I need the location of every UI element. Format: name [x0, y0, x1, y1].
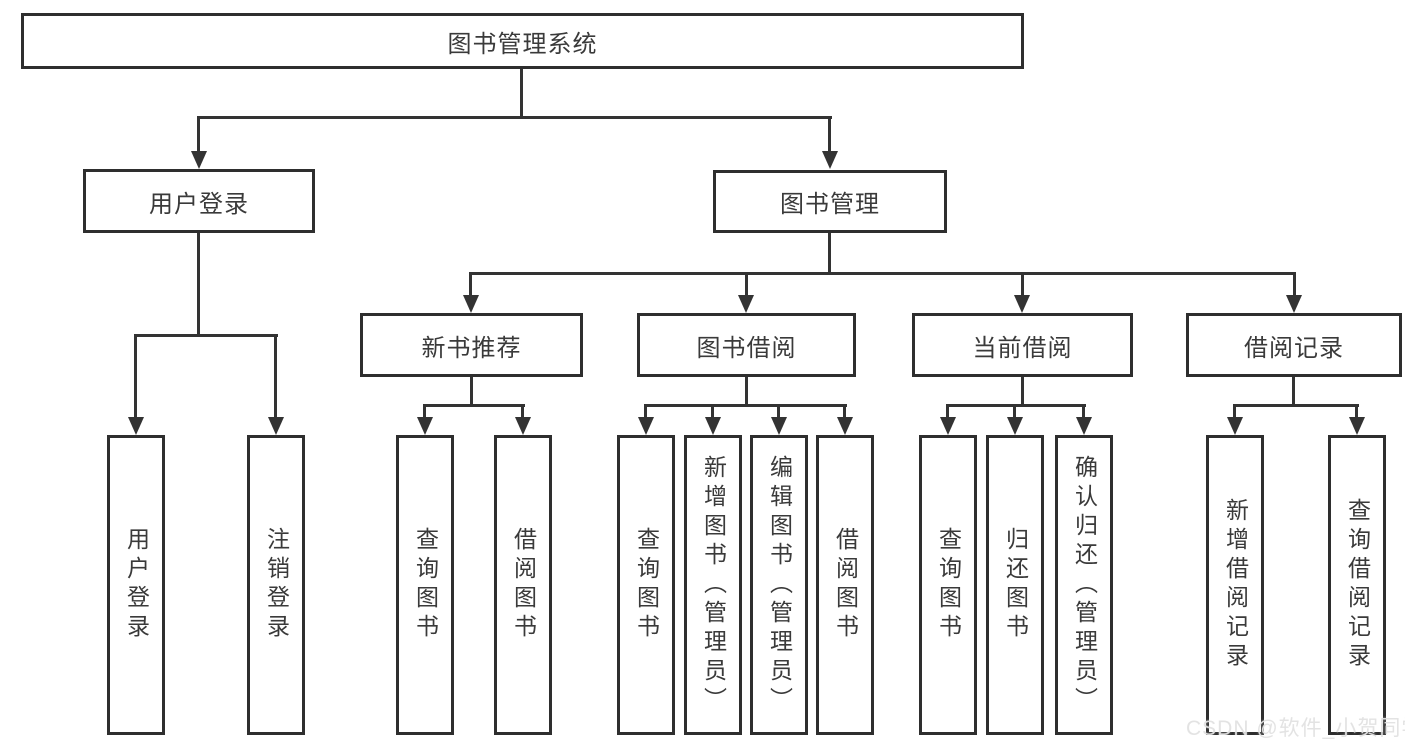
line-segment — [469, 272, 472, 297]
arrowhead — [738, 295, 754, 313]
arrowhead — [837, 417, 853, 435]
arrowhead — [417, 417, 433, 435]
line-segment — [274, 334, 277, 419]
arrowhead — [822, 151, 838, 169]
node-new-book-recommendation-label: 新书推荐 — [421, 334, 522, 362]
node-borrowing-records-label: 借阅记录 — [1244, 334, 1344, 362]
line-segment — [745, 377, 748, 407]
line-segment — [644, 404, 647, 419]
line-segment — [745, 272, 748, 297]
arrowhead — [268, 417, 284, 435]
node-new-book-recommendation: 新书推荐 — [360, 313, 583, 377]
arrowhead — [515, 417, 531, 435]
node-user-login-label: 用户登录 — [149, 190, 249, 218]
node-book-borrowing-label: 图书借阅 — [696, 334, 797, 362]
leaf-query-books-borrowing-label: 查询图书 — [633, 527, 660, 643]
leaf-confirm-return-admin: 确认归还（管理员） — [1055, 435, 1113, 735]
line-segment — [423, 404, 426, 419]
leaf-return-books: 归还图书 — [986, 435, 1044, 735]
node-book-management-label: 图书管理 — [780, 191, 880, 218]
leaf-borrow-books-borrowing: 借阅图书 — [816, 435, 874, 735]
line-segment — [1293, 272, 1296, 297]
arrowhead — [1349, 417, 1365, 435]
node-user-login: 用户登录 — [83, 169, 315, 233]
line-segment — [644, 404, 847, 407]
leaf-add-book-admin-label: 新增图书（管理员） — [700, 454, 727, 716]
line-segment — [197, 233, 200, 337]
line-segment — [1082, 404, 1085, 419]
leaf-edit-book-admin: 编辑图书（管理员） — [750, 435, 808, 735]
leaf-borrow-books-recommend: 借阅图书 — [494, 435, 552, 735]
line-segment — [197, 116, 200, 153]
leaf-borrow-books-recommend-label: 借阅图书 — [510, 527, 537, 643]
arrowhead — [128, 417, 144, 435]
leaf-edit-book-admin-label: 编辑图书（管理员） — [766, 454, 793, 716]
leaf-user-login-label: 用户登录 — [123, 527, 150, 643]
leaf-query-books-current: 查询图书 — [919, 435, 977, 735]
line-segment — [1292, 377, 1295, 407]
arrowhead — [940, 417, 956, 435]
line-segment — [470, 377, 473, 407]
arrowhead — [1014, 295, 1030, 313]
arrowhead — [1076, 417, 1092, 435]
line-segment — [1021, 377, 1024, 407]
node-current-borrowing-label: 当前借阅 — [972, 334, 1073, 362]
line-segment — [1013, 404, 1016, 419]
leaf-return-books-label: 归还图书 — [1002, 527, 1029, 643]
line-segment — [711, 404, 714, 419]
leaf-query-books-current-label: 查询图书 — [935, 527, 962, 643]
arrowhead — [705, 417, 721, 435]
leaf-query-books-recommend: 查询图书 — [396, 435, 454, 735]
leaf-query-borrow-record: 查询借阅记录 — [1328, 435, 1386, 735]
leaf-logout: 注销登录 — [247, 435, 305, 735]
csdn-watermark: CSDN @软件_小贺同学 — [1186, 717, 1405, 740]
leaf-add-borrow-record-label: 新增借阅记录 — [1222, 498, 1249, 672]
leaf-add-book-admin: 新增图书（管理员） — [684, 435, 742, 735]
arrowhead — [1227, 417, 1243, 435]
node-borrowing-records: 借阅记录 — [1186, 313, 1402, 377]
leaf-logout-label: 注销登录 — [263, 527, 290, 643]
leaf-confirm-return-admin-label: 确认归还（管理员） — [1071, 454, 1098, 716]
line-segment — [469, 272, 1296, 275]
line-segment — [777, 404, 780, 419]
arrowhead — [191, 151, 207, 169]
leaf-query-books-borrowing: 查询图书 — [617, 435, 675, 735]
line-segment — [134, 334, 137, 419]
node-current-borrowing: 当前借阅 — [912, 313, 1133, 377]
line-segment — [946, 404, 1086, 407]
line-segment — [423, 404, 525, 407]
node-root-label: 图书管理系统 — [447, 30, 598, 58]
leaf-borrow-books-borrowing-label: 借阅图书 — [832, 527, 859, 643]
node-book-management: 图书管理 — [713, 170, 947, 233]
leaf-user-login: 用户登录 — [107, 435, 165, 735]
line-segment — [520, 69, 523, 119]
line-segment — [1355, 404, 1358, 419]
line-segment — [521, 404, 524, 419]
line-segment — [1021, 272, 1024, 297]
arrowhead — [1286, 295, 1302, 313]
leaf-add-borrow-record: 新增借阅记录 — [1206, 435, 1264, 735]
line-segment — [134, 334, 278, 337]
arrowhead — [463, 295, 479, 313]
arrowhead — [638, 417, 654, 435]
line-segment — [1233, 404, 1236, 419]
leaf-query-books-recommend-label: 查询图书 — [412, 527, 439, 643]
line-segment — [197, 116, 832, 119]
node-root-library-management-system: 图书管理系统 — [21, 13, 1024, 69]
arrowhead — [771, 417, 787, 435]
leaf-query-borrow-record-label: 查询借阅记录 — [1344, 498, 1371, 672]
line-segment — [828, 116, 831, 153]
node-book-borrowing: 图书借阅 — [637, 313, 856, 377]
line-segment — [1233, 404, 1359, 407]
line-segment — [843, 404, 846, 419]
arrowhead — [1007, 417, 1023, 435]
line-segment — [828, 233, 831, 275]
line-segment — [946, 404, 949, 419]
